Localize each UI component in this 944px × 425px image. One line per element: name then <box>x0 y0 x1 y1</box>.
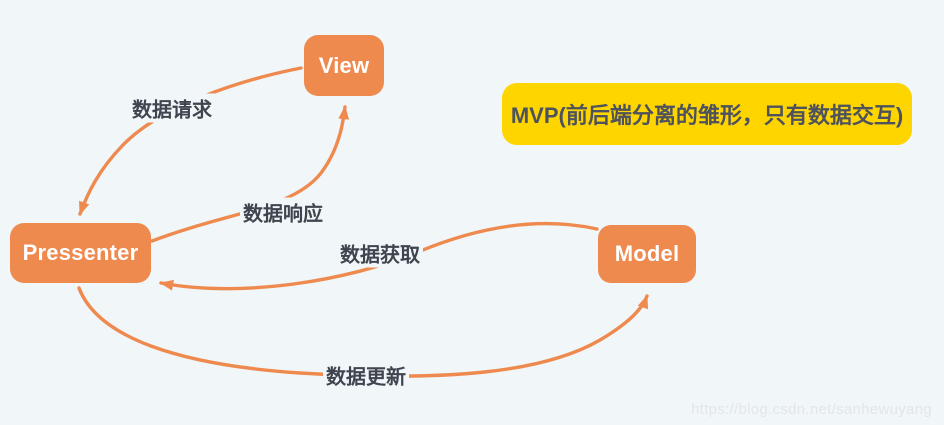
node-model-label: Model <box>614 241 680 266</box>
node-pressenter: Pressenter <box>10 223 151 283</box>
node-pressenter-label: Pressenter <box>22 240 139 265</box>
title-banner-label: MVP(前后端分离的雏形，只有数据交互) <box>510 103 904 128</box>
node-view: View <box>304 35 384 96</box>
title-banner: MVP(前后端分离的雏形，只有数据交互) <box>502 83 912 145</box>
edge-label-data-request: 数据请求 <box>129 93 215 123</box>
edge-label-data-update: 数据更新 <box>323 360 409 390</box>
watermark: https://blog.csdn.net/sanhewuyang <box>691 401 932 418</box>
arrow-data-response <box>150 105 350 243</box>
edge-label-data-fetch: 数据获取 <box>337 238 423 268</box>
node-view-label: View <box>318 52 370 78</box>
node-model: Model <box>598 225 696 283</box>
arrow-data-update <box>77 286 649 378</box>
edge-label-data-response: 数据响应 <box>240 197 326 227</box>
arrow-data-request <box>78 66 303 216</box>
